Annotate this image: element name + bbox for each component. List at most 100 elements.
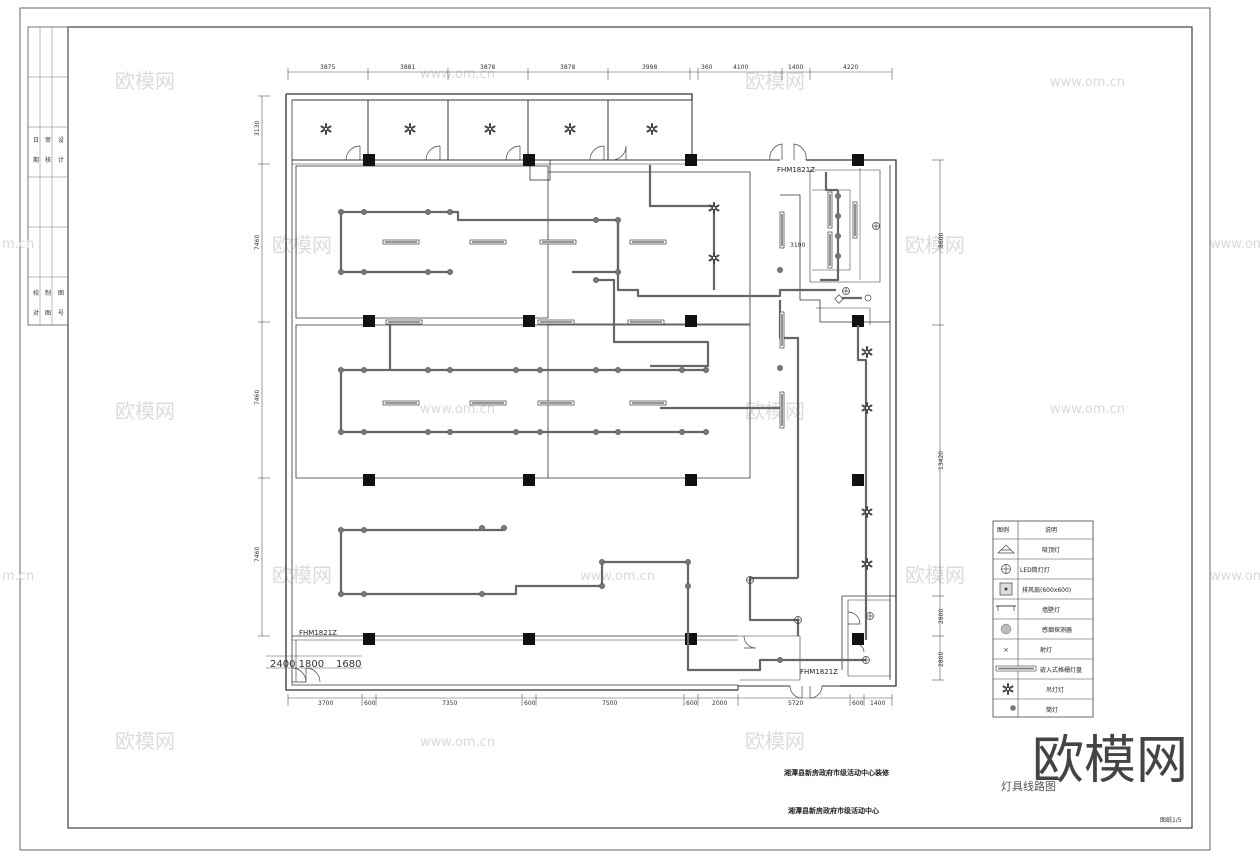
dimension-bottom-labels: 3700 600 7350 600 7500 600 2000 5720 600…	[318, 700, 885, 707]
legend-label: 射灯	[1040, 646, 1052, 654]
pendant-lamp-icon	[708, 202, 720, 214]
pendant-lamp-icon	[861, 346, 873, 358]
pendant-lamp-icon	[861, 506, 873, 518]
pendant-lamp-icon	[646, 123, 658, 135]
legend-label: 排风扇(600x600)	[1022, 586, 1071, 594]
fluorescent-panels	[382, 191, 858, 429]
svg-text:600: 600	[524, 700, 536, 707]
watermark-url: www.om.cn	[420, 402, 495, 417]
svg-text:3130: 3130	[254, 121, 261, 136]
svg-text:3700: 3700	[318, 700, 333, 707]
dimension-left	[258, 95, 270, 637]
building-walls	[285, 93, 897, 691]
svg-text:4220: 4220	[843, 64, 858, 71]
svg-text:2800: 2800	[938, 652, 945, 667]
svg-text:×: ×	[1003, 646, 1009, 654]
watermark-brand: 欧模网	[745, 399, 805, 423]
watermark-brand: 欧模网	[745, 729, 805, 753]
led-downlights	[746, 222, 880, 664]
svg-text:7350: 7350	[442, 700, 457, 707]
dimension-top	[287, 68, 893, 80]
svg-text:360: 360	[701, 64, 713, 71]
downlight-icon	[1010, 705, 1016, 711]
watermark-brand: 欧模网	[272, 233, 332, 257]
drawing-title: 灯具线路图	[1001, 779, 1056, 793]
svg-text:600: 600	[364, 700, 376, 707]
svg-text:1400: 1400	[788, 64, 803, 71]
legend-header-symbol: 图例	[997, 526, 1009, 534]
svg-text:7500: 7500	[602, 700, 617, 707]
legend-label: 筒灯	[1046, 706, 1058, 714]
svg-text:3878: 3878	[480, 64, 495, 71]
door-tag-left: FHM1821Z	[299, 629, 337, 637]
legend-label: 吸顶灯	[1042, 546, 1060, 554]
svg-text:7460: 7460	[254, 390, 261, 405]
tb-char-12: 号	[58, 310, 64, 317]
bottom-left-dim2: 1680	[336, 659, 361, 670]
watermark-brand: 欧模网	[272, 563, 332, 587]
tb-char-1: 日	[33, 137, 39, 144]
watermark-url: www.om.cn	[580, 569, 655, 584]
wall-light-icon	[996, 605, 1016, 611]
watermark-url: www.om.cn	[1210, 237, 1260, 252]
sheet-number: 图纸1/5	[1160, 816, 1182, 824]
tb-char-10: 图	[45, 310, 51, 317]
tb-char-3: 审	[45, 136, 51, 144]
dimension-bottom	[287, 694, 893, 706]
project-line-2: 湘潭县新房政府市级活动中心	[788, 806, 879, 815]
svg-text:600: 600	[852, 700, 864, 707]
watermark-url-partial: m.cn	[2, 237, 34, 252]
svg-text:8600: 8600	[938, 233, 945, 248]
watermark-url: www.om.cn	[1050, 75, 1125, 90]
legend-header-desc: 说明	[1045, 526, 1057, 534]
watermarks: 欧模网 www.om.cn 欧模网 www.om.cn m.cn 欧模网 欧模网…	[2, 67, 1260, 753]
legend-label: 墙壁灯	[1042, 606, 1060, 614]
exhaust-fan-icon	[999, 582, 1013, 596]
watermark-url: www.om.cn	[420, 735, 495, 750]
dimension-top-labels: 3875 3881 3878 3878 3998 360 4100 1400 4…	[320, 64, 858, 71]
ceiling-lamp-icon	[997, 544, 1015, 554]
watermark-big-logo: 欧模网	[1032, 731, 1188, 791]
tb-char-4: 核	[45, 156, 51, 164]
pendant-lamp-icon	[708, 252, 720, 264]
tb-char-7: 校	[33, 289, 39, 297]
svg-text:7460: 7460	[254, 235, 261, 250]
spot-light-icon: ×	[1003, 646, 1009, 654]
dimension-left-labels: 3130 7460 7460 7460	[254, 121, 261, 562]
room-dim-label: 3100	[790, 242, 805, 249]
tb-char-11: 图	[58, 290, 64, 297]
project-line-1: 湘潭县新房政府市级活动中心装修	[784, 768, 890, 777]
svg-text:13420: 13420	[938, 451, 945, 470]
watermark-url-partial: m.cn	[2, 569, 34, 584]
svg-text:2800: 2800	[938, 609, 945, 624]
svg-text:3998: 3998	[642, 64, 657, 71]
watermark-url: www.om.cn	[1050, 402, 1125, 417]
bottom-left-dims: 2400 1800	[270, 659, 324, 670]
legend-label: 吊灯灯	[1046, 686, 1064, 694]
tb-char-2: 期	[33, 156, 39, 164]
dimension-right	[932, 159, 944, 681]
svg-text:3878: 3878	[560, 64, 575, 71]
dimension-right-labels: 8600 13420 2800 2800	[938, 233, 945, 667]
fluorescent-panel-icon	[995, 665, 1037, 672]
wiring	[339, 165, 868, 672]
watermark-brand: 欧模网	[905, 233, 965, 257]
svg-text:3875: 3875	[320, 64, 335, 71]
watermark-brand: 欧模网	[115, 399, 175, 423]
pendant-lamp-icon	[484, 123, 496, 135]
pendant-lamps	[320, 123, 873, 570]
tb-char-8: 对	[33, 309, 39, 317]
tb-char-5: 设	[58, 136, 64, 144]
tb-char-9: 制	[45, 289, 51, 297]
pendant-lamp-icon	[320, 123, 332, 135]
svg-text:4100: 4100	[733, 64, 748, 71]
downlights	[338, 192, 842, 664]
svg-text:600: 600	[686, 700, 698, 707]
watermark-brand: 欧模网	[115, 69, 175, 93]
legend-table: 图例 说明 × 吸顶灯 LED筒灯灯 排风扇(600x600) 墙壁灯 感烟探测…	[992, 520, 1094, 718]
watermark-brand: 欧模网	[905, 563, 965, 587]
svg-text:2000: 2000	[712, 700, 727, 707]
svg-text:3881: 3881	[400, 64, 415, 71]
watermark-brand: 欧模网	[115, 729, 175, 753]
